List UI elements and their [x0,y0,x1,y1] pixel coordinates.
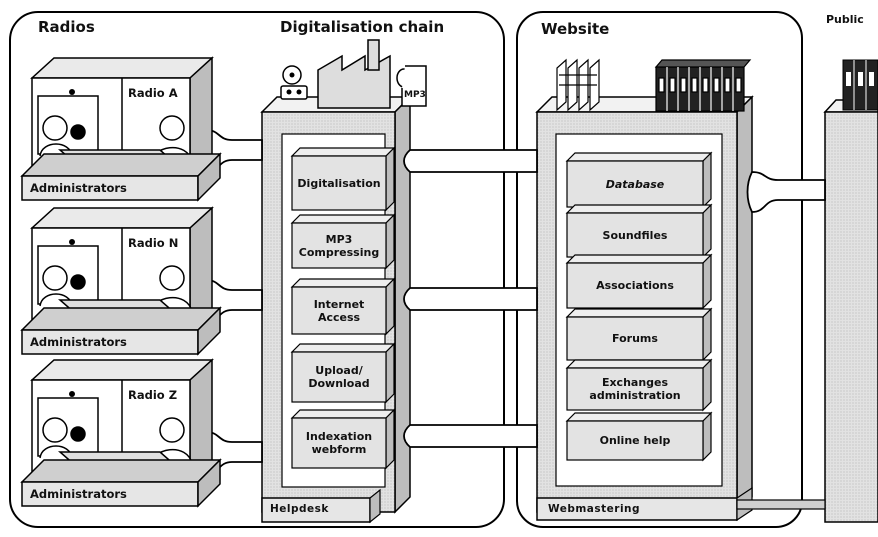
public-panel-title: Public [826,13,864,26]
binders-small-icon [556,58,600,112]
mp3-file-icon [396,65,427,107]
website-module-database: Database [605,177,665,191]
chain-module-internet: Internet Access [313,297,365,324]
helpdesk-label: Helpdesk [270,503,329,515]
public-column [823,59,878,523]
website-module-forums: Forums [612,332,658,345]
webmastering-label: Webmastering [548,503,641,515]
cd-player-icon [280,65,308,100]
radio-n-label: Radio N [128,236,179,250]
digitalisation-panel-title: Digitalisation chain [280,18,445,36]
chain-module-mp3: MP3 Compressing [298,232,380,259]
chain-module-upload: Upload/ Download [308,364,370,390]
webmastering-link-bar [736,499,826,510]
chain-module-boxes [290,146,396,470]
website-panel-title: Website [541,20,610,38]
website-module-soundfiles: Soundfiles [602,228,668,242]
mp3-icon-label: MP3 [404,90,426,100]
website-module-associations: Associations [596,279,674,292]
radio-z-label: Radio Z [128,388,178,402]
binders-large-icon [654,59,752,112]
website-module-online-help: Online help [599,434,671,447]
helpdesk-base [261,488,381,524]
website-module-exchanges: Exchanges administration [589,376,681,402]
chain-module-indexation: Indexation webform [305,430,373,456]
administrators-label-z: Administrators [30,487,127,501]
radio-studio-a [20,56,222,202]
radio-studio-n [20,206,222,356]
radios-panel-title: Radios [38,18,95,36]
administrators-label-a: Administrators [30,181,127,195]
website-module-boxes [565,151,713,462]
radio-studio-z [20,358,222,508]
administrators-label-n: Administrators [30,335,127,349]
radio-a-label: Radio A [128,86,178,100]
chain-module-digitalisation: Digitalisation [297,176,381,190]
factory-icon [317,39,391,109]
